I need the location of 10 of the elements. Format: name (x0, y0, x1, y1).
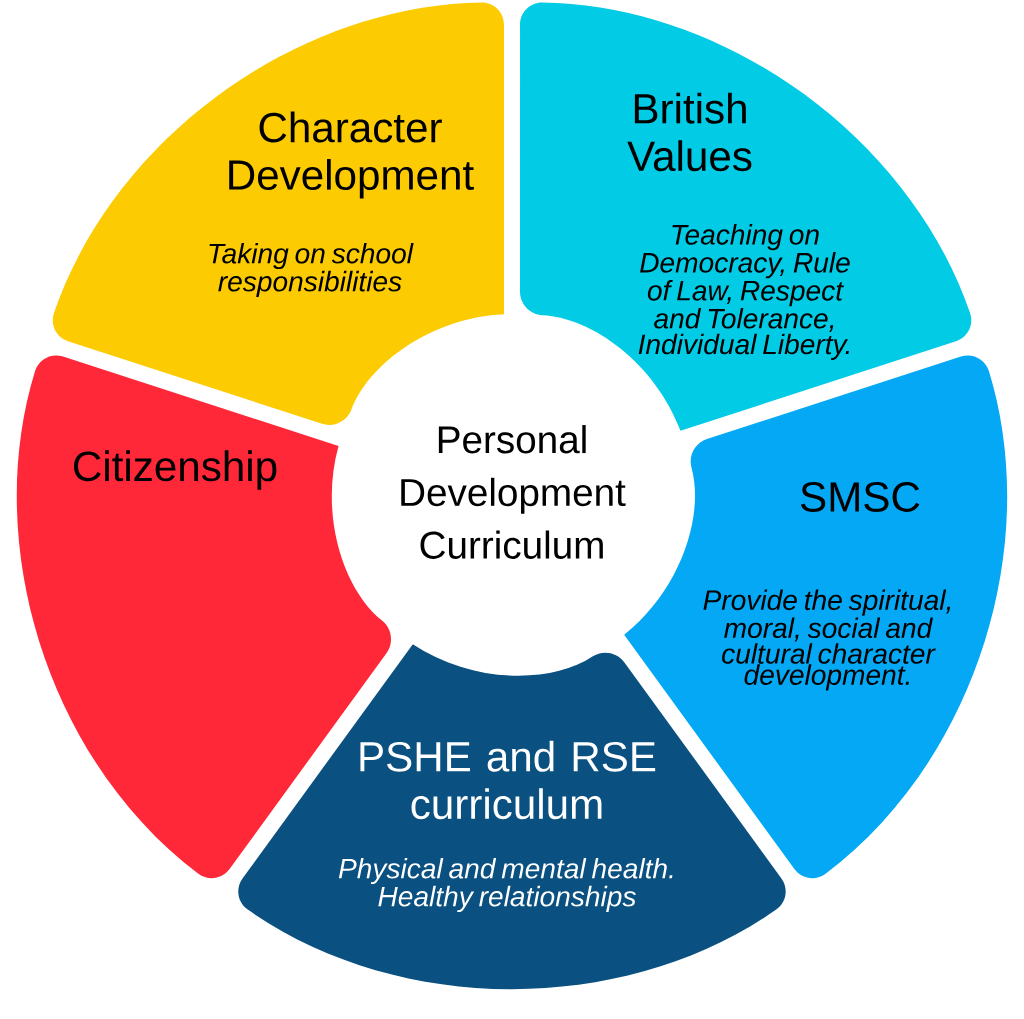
piece-heading: SMSC (801, 482, 920, 512)
piece-description: Taking on school responsibilities (209, 242, 414, 298)
piece-description: Physical and mental health. Healthy relationships (338, 857, 673, 913)
piece-description: Provide the spiritual, moral, social and cultural character development. (703, 589, 951, 691)
piece-description: Teaching on Democracy, Rule of Law, Respect and Tolerance, Individual Liberty. (638, 224, 850, 360)
puzzle-piece (52, 2, 504, 425)
piece-heading: Character Development (229, 111, 474, 199)
piece-heading: British Values (627, 92, 752, 172)
piece-heading: PSHE and RSE curriculum (360, 740, 656, 820)
piece-heading: Citizenship (74, 450, 277, 490)
